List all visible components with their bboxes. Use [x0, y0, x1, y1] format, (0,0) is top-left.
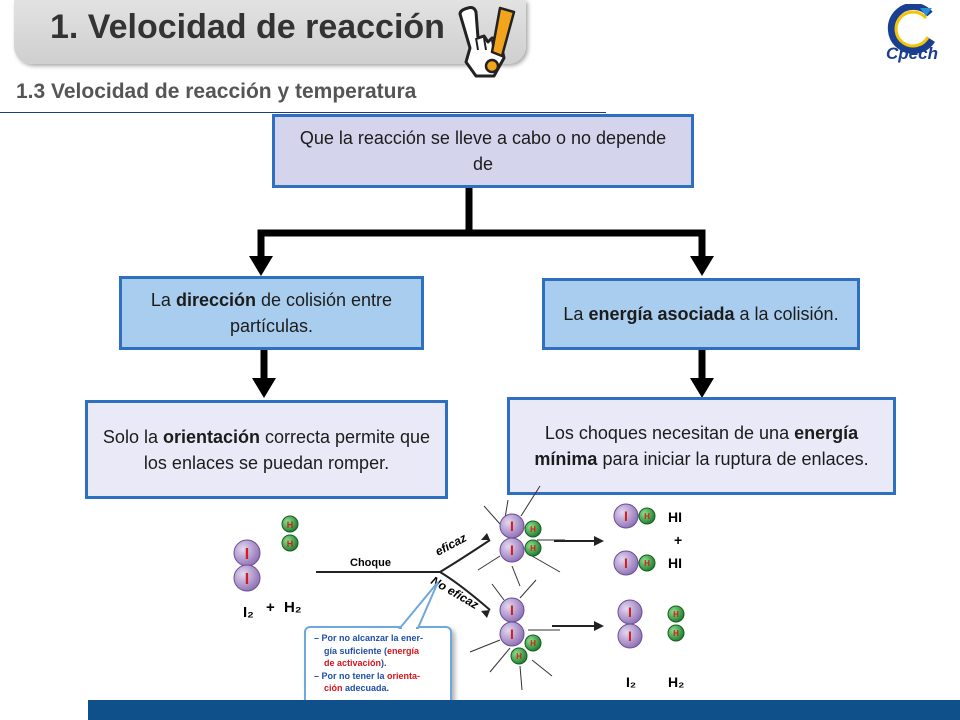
ineffective-branch — [439, 571, 491, 611]
svg-text:H: H — [287, 539, 294, 549]
svg-text:I: I — [628, 604, 632, 620]
svg-text:I: I — [628, 628, 632, 644]
callout-note-line: – Por no alcanzar la ener- — [314, 633, 424, 643]
logo-text: Cpech — [886, 44, 938, 63]
direction-box-text: La dirección de colisión entre partícula… — [150, 290, 393, 336]
unreacted-i2-label: I₂ — [626, 674, 636, 690]
iodine-molecule-reactant: I I — [233, 539, 261, 592]
product-hi-label-2: HI — [668, 555, 682, 571]
minimum-energy-box-text: Los choques necesitan de una energía mín… — [534, 423, 869, 469]
right-arrowhead — [690, 256, 714, 276]
orientation-box-text: Solo la orientación correcta permite que… — [102, 426, 431, 473]
product-hi-label-1: HI — [668, 509, 682, 525]
svg-text:H: H — [673, 610, 679, 619]
svg-text:I: I — [510, 626, 514, 642]
svg-text:I: I — [624, 555, 628, 571]
svg-text:H: H — [644, 559, 650, 568]
section-subtitle: 1.3 Velocidad de reacción y temperatura — [16, 80, 417, 103]
svg-text:H: H — [530, 544, 536, 553]
cpech-logo — [887, 4, 935, 54]
callout-note-line: – Por no tener la orienta- — [314, 670, 421, 681]
effective-branch — [439, 539, 491, 573]
orientation-box: Solo la orientación correcta permite que… — [85, 400, 448, 499]
callout-note-line: ción adecuada. — [324, 683, 390, 694]
unreacted-molecules: I I H H — [617, 599, 685, 649]
direction-box: La dirección de colisión entre partícula… — [119, 276, 424, 350]
callout-note-line: gía suficiente (energía — [324, 645, 420, 656]
subtitle-underline — [0, 112, 606, 113]
right-bottom-arrowhead — [690, 378, 714, 398]
unreacted-h2-label: H₂ — [668, 674, 684, 690]
svg-text:H: H — [530, 525, 536, 534]
left-bottom-arrowhead — [252, 378, 276, 398]
energy-box-text: La energía asociada a la colisión. — [563, 304, 839, 324]
svg-text:H: H — [287, 520, 294, 530]
svg-text:I: I — [510, 542, 514, 558]
ineffective-label: No eficaz — [429, 573, 482, 611]
left-arrowhead — [249, 256, 273, 276]
effective-collision-molecules: I I H H — [499, 513, 542, 563]
minimum-energy-box: Los choques necesitan de una energía mín… — [507, 397, 896, 495]
energy-box: La energía asociada a la colisión. — [542, 278, 860, 350]
ineffective-collision-molecules: I I H H — [499, 597, 542, 665]
svg-text:I: I — [245, 546, 249, 563]
reactant-i2-label: I₂ — [243, 604, 254, 621]
svg-text:H: H — [644, 512, 650, 521]
top-box: Que la reacción se lleve a cabo o no dep… — [272, 114, 694, 188]
svg-text:I: I — [245, 571, 249, 588]
svg-text:I: I — [510, 518, 514, 534]
svg-text:I: I — [510, 602, 514, 618]
top-box-text: Que la reacción se lleve a cabo o no dep… — [299, 128, 667, 174]
svg-text:H: H — [516, 652, 522, 661]
hydrogen-molecule-reactant: H H — [281, 515, 299, 552]
callout-note-line: de activación). — [324, 658, 387, 669]
svg-text:H: H — [673, 629, 679, 638]
callout-note-text: – Por no alcanzar la ener-gía suficiente… — [314, 632, 446, 695]
pointing-hand-icon — [458, 6, 516, 78]
effective-label: eficaz — [433, 531, 469, 559]
svg-text:I: I — [624, 508, 628, 524]
ineffective-collision-rays — [469, 579, 560, 691]
reactant-plus-label: + — [266, 599, 275, 616]
footer-bar — [88, 700, 960, 720]
hi-product-molecules: I I H H — [613, 503, 656, 576]
page-title: 1. Velocidad de reacción — [50, 8, 445, 46]
effective-collision-rays — [477, 485, 565, 587]
collision-label: Choque — [350, 557, 391, 569]
title-tab: 1. Velocidad de reacción — [14, 0, 526, 64]
svg-text:H: H — [530, 639, 536, 648]
product-plus-label: + — [674, 532, 682, 548]
reactant-h2-label: H₂ — [284, 599, 302, 616]
